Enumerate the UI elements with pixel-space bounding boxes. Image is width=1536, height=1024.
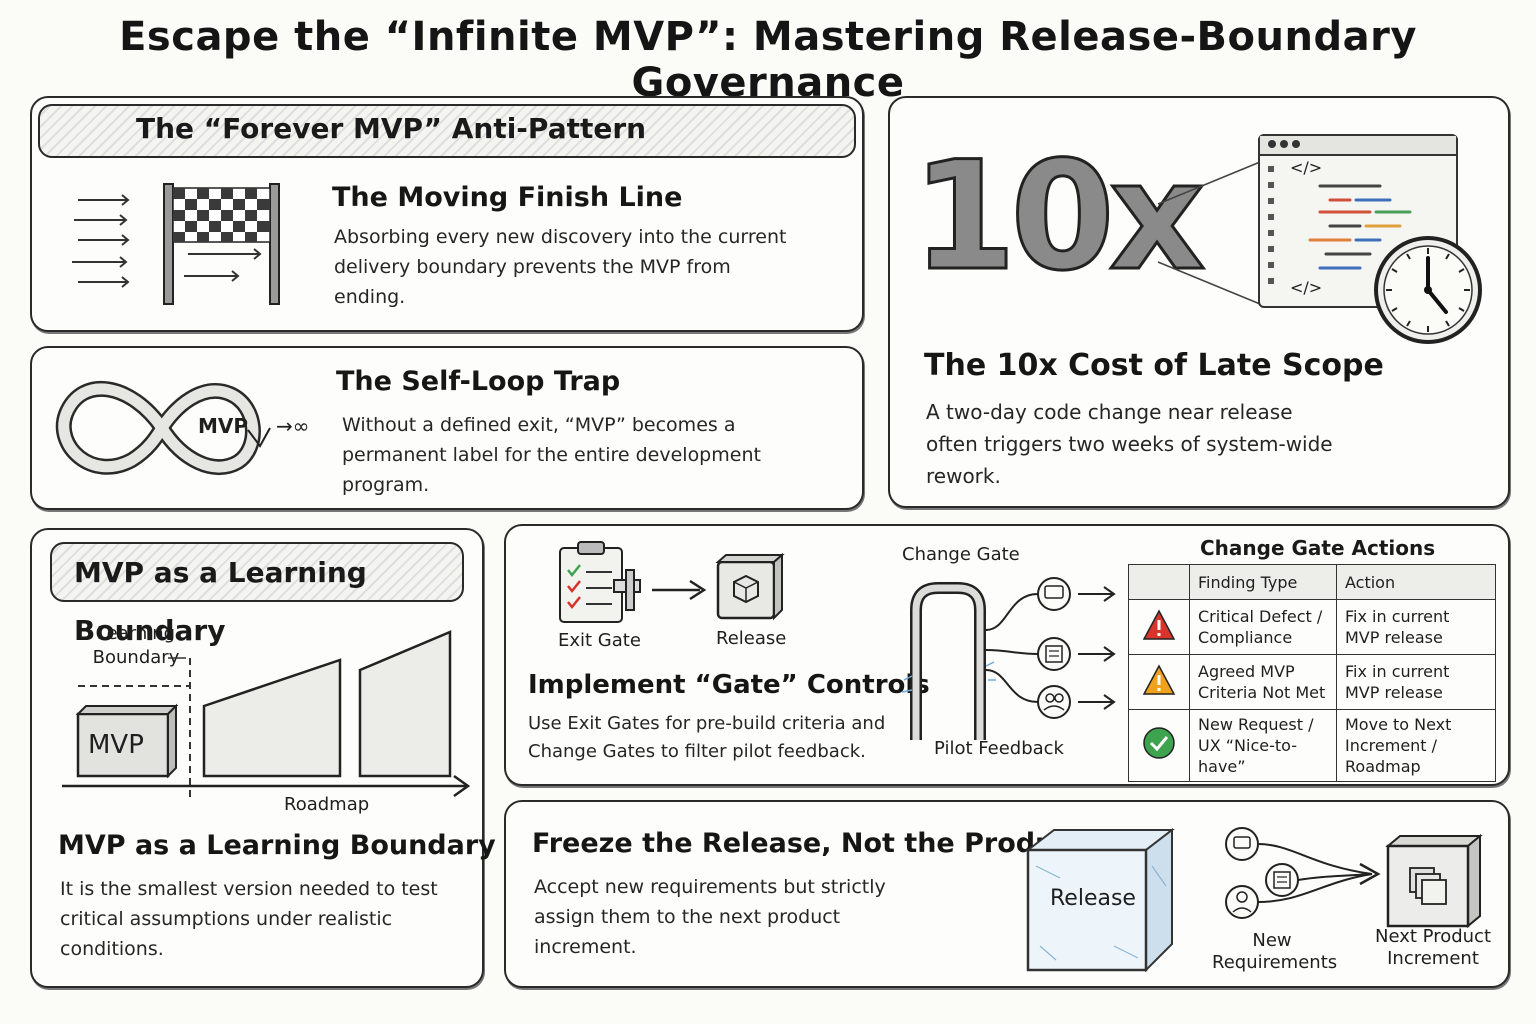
learning-heading: MVP as a Learning Boundary xyxy=(58,830,496,861)
freeze-heading: Freeze the Release, Not the Product xyxy=(532,828,1084,859)
clipboard-checklist-icon xyxy=(559,541,641,623)
release-box-icon xyxy=(715,552,785,621)
gate-panel: Exit Gate Release Implement “Gate” Contr… xyxy=(504,524,1510,786)
clock-icon xyxy=(1374,236,1482,344)
code-lines-graphic xyxy=(1268,166,1412,284)
table-cell-finding-type: Critical Defect / Compliance xyxy=(1189,599,1337,655)
learning-header: MVP as a Learning Boundary xyxy=(50,542,464,647)
frozen-release-label: Release xyxy=(1050,886,1136,911)
table-header-finding-type: Finding Type xyxy=(1189,564,1337,600)
code-window-titlebar xyxy=(1260,136,1456,156)
cost-body: A two-day code change near release often… xyxy=(926,400,1333,488)
cost-heading: The 10x Cost of Late Scope xyxy=(924,348,1384,383)
moving-finish-body: Absorbing every new discovery into the c… xyxy=(334,226,787,308)
gate-heading: Implement “Gate” Controls xyxy=(528,670,930,700)
self-loop-panel: MVP →∞ The Self-Loop Trap Without a defi… xyxy=(30,346,864,510)
table-row: Critical Defect / Compliance Fix in curr… xyxy=(1128,599,1496,655)
new-requirements-label: New Requirements xyxy=(1212,930,1338,973)
infinity-loop-illustration xyxy=(55,380,271,476)
table-row: Agreed MVP Criteria Not Met Fix in curre… xyxy=(1128,654,1496,710)
connector-lines xyxy=(1157,161,1261,305)
window-dot-icon xyxy=(1268,140,1276,148)
table-header-row: Finding Type Action xyxy=(1128,564,1496,600)
cost-panel: 10x </> </> xyxy=(888,96,1510,508)
table-cell-action: Move to Next Increment / Roadmap xyxy=(1336,709,1496,782)
pilot-feedback-label: Pilot Feedback xyxy=(934,738,1064,759)
page-title: Escape the “Infinite MVP”: Mastering Rel… xyxy=(119,14,1417,106)
table-cell-action: Fix in current MVP release xyxy=(1336,654,1496,710)
freeze-panel: Freeze the Release, Not the Product Acce… xyxy=(504,800,1510,988)
anti-pattern-panel: The “Forever MVP” Anti-Pattern The Movin… xyxy=(30,96,864,332)
next-increment-box-icon xyxy=(1385,833,1483,929)
learning-panel: MVP as a Learning Boundary Learning Boun… xyxy=(30,528,496,988)
self-loop-body: Without a defined exit, “MVP” becomes a … xyxy=(342,414,761,496)
change-gate-actions-table: Finding Type Action Critical Defect / Co… xyxy=(1128,564,1496,782)
exit-gate-label: Exit Gate xyxy=(558,630,641,651)
table-row: New Request / UX “Nice-to-have” Move to … xyxy=(1128,709,1496,782)
requirements-flow-illustration xyxy=(1225,827,1381,919)
window-dot-icon xyxy=(1292,140,1300,148)
window-dot-icon xyxy=(1280,140,1288,148)
loop-mvp-label: MVP xyxy=(198,414,249,438)
anti-pattern-header: The “Forever MVP” Anti-Pattern xyxy=(38,104,856,158)
table-cell-finding-type: New Request / UX “Nice-to-have” xyxy=(1189,709,1337,782)
table-cell-finding-type: Agreed MVP Criteria Not Met xyxy=(1189,654,1337,710)
self-loop-heading: The Self-Loop Trap xyxy=(336,366,621,397)
change-gate-table-title: Change Gate Actions xyxy=(1200,536,1436,560)
gate-body: Use Exit Gates for pre-build criteria an… xyxy=(528,713,886,762)
infinity-label: →∞ xyxy=(276,414,310,438)
table-cell-icon xyxy=(1128,709,1190,782)
learning-mvp-box-label: MVP xyxy=(88,730,144,760)
learning-body: It is the smallest version needed to tes… xyxy=(60,878,438,960)
next-increment-label: Next Product Increment xyxy=(1375,926,1491,969)
warning-icon xyxy=(1142,663,1176,695)
arrow-right-icon xyxy=(652,579,707,601)
check-circle-icon xyxy=(1143,727,1175,759)
table-cell-icon xyxy=(1128,599,1190,655)
roadmap-axis-label: Roadmap xyxy=(284,794,370,815)
table-header-action: Action xyxy=(1336,564,1496,600)
learning-boundary-label: Learning Boundary xyxy=(92,623,180,668)
code-close-tag: </> xyxy=(1290,278,1323,297)
release-label: Release xyxy=(716,628,787,649)
frozen-release-cube-icon xyxy=(1025,827,1175,973)
critical-alert-icon xyxy=(1142,608,1176,640)
code-open-tag: </> xyxy=(1290,158,1323,177)
learning-boundary-chart xyxy=(62,630,471,800)
moving-finish-line-illustration xyxy=(72,183,280,305)
change-gate-arch-icon xyxy=(901,577,1116,740)
change-gate-label: Change Gate xyxy=(902,544,1020,565)
moving-finish-heading: The Moving Finish Line xyxy=(332,182,683,213)
freeze-body: Accept new requirements but strictly ass… xyxy=(534,876,886,958)
table-header-icon-cell xyxy=(1128,564,1190,600)
table-cell-icon xyxy=(1128,654,1190,710)
table-cell-action: Fix in current MVP release xyxy=(1336,599,1496,655)
ten-x-number: 10x xyxy=(911,130,1207,304)
